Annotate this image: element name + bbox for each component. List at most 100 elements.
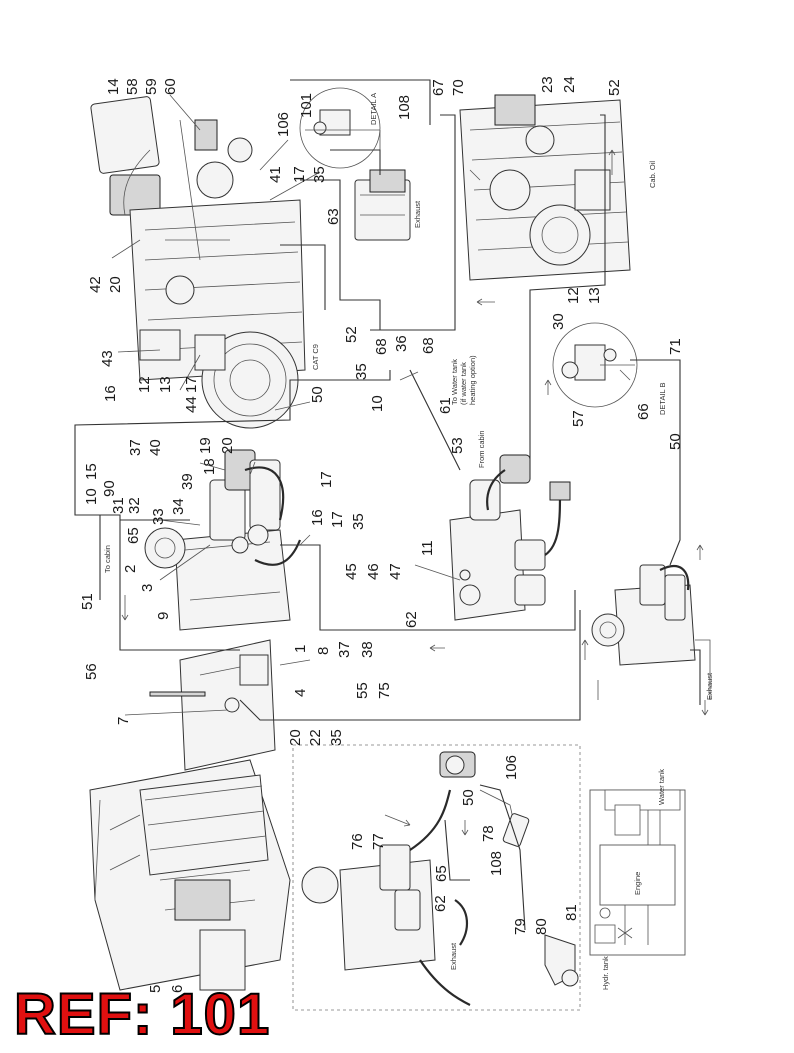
callout-24: 24 — [561, 76, 578, 93]
callout-4: 4 — [292, 689, 309, 697]
note-water-tank: Water tank — [657, 769, 666, 805]
schematic-drawing — [589, 789, 686, 956]
callout-46: 46 — [365, 563, 382, 580]
callout-1: 1 — [292, 645, 309, 653]
callout-50: 50 — [309, 386, 326, 403]
callout-5: 5 — [147, 985, 164, 993]
note-to-water-tank: To Water tank — [450, 359, 459, 405]
callout-56: 56 — [83, 663, 100, 680]
callout-35: 35 — [350, 513, 367, 530]
callout-39: 39 — [179, 473, 196, 490]
callout-68: 68 — [420, 337, 437, 354]
callout-8: 8 — [315, 647, 332, 655]
callout-14: 14 — [105, 78, 122, 95]
callout-43: 43 — [99, 350, 116, 367]
callout-62: 62 — [432, 895, 449, 912]
callout-40: 40 — [147, 439, 164, 456]
callout-44: 44 — [183, 396, 200, 413]
callout-32: 32 — [126, 497, 143, 514]
callout-16: 16 — [102, 385, 119, 402]
callout-6: 6 — [169, 985, 186, 993]
drawing-notes: DETAIL A Exhaust Cab. Oil CAT C9 To Wate… — [103, 93, 714, 990]
callout-55: 55 — [354, 682, 371, 699]
callout-67: 67 — [430, 79, 447, 96]
callout-16: 16 — [309, 509, 326, 526]
callout-17: 17 — [329, 511, 346, 528]
callout-11: 11 — [419, 540, 436, 556]
callout-15: 15 — [83, 463, 100, 480]
callout-50: 50 — [667, 433, 684, 450]
engine-top-right-drawing — [459, 94, 631, 281]
note-detail-a: DETAIL A — [369, 93, 378, 125]
callout-59: 59 — [143, 78, 160, 95]
callout-23: 23 — [539, 76, 556, 93]
heater-unit-main-drawing — [144, 449, 302, 631]
callout-19: 19 — [197, 437, 214, 454]
machine-frame-drawing — [89, 759, 291, 991]
callout-47: 47 — [387, 563, 404, 580]
callout-37: 37 — [336, 641, 353, 658]
reference-label: REF: 101 — [13, 982, 271, 1047]
callout-10: 10 — [83, 488, 100, 505]
callout-78: 78 — [480, 825, 497, 842]
callout-53: 53 — [449, 437, 466, 454]
callout-63: 63 — [325, 208, 342, 225]
callout-66: 66 — [635, 403, 652, 420]
callout-68: 68 — [373, 338, 390, 355]
callout-52: 52 — [343, 326, 360, 343]
note-if-water-tank: (if water tank — [459, 362, 468, 405]
callout-106: 106 — [275, 112, 292, 137]
note-cab-oil: Cab. Oil — [648, 161, 657, 188]
note-from-cabin: From cabin — [477, 430, 486, 468]
note-exhaust-a: Exhaust — [413, 200, 422, 228]
note-exhaust-b: Exhaust — [705, 672, 714, 700]
callout-35: 35 — [353, 363, 370, 380]
callout-76: 76 — [349, 833, 366, 850]
heater-unit-right-drawing — [591, 564, 711, 700]
note-exhaust-c: Exhaust — [449, 942, 458, 970]
callout-33: 33 — [150, 508, 167, 525]
callout-71: 71 — [667, 338, 684, 355]
callout-20: 20 — [219, 437, 236, 454]
callout-81: 81 — [563, 904, 580, 921]
callout-75: 75 — [376, 682, 393, 699]
detail-a-drawing — [299, 87, 411, 241]
valve-block-drawing — [449, 454, 571, 621]
callout-12: 12 — [565, 287, 582, 304]
callout-50: 50 — [460, 789, 477, 806]
note-to-cabin: To cabin — [103, 545, 112, 573]
callout-60: 60 — [162, 78, 179, 95]
callout-numbers: 14 58 59 60 106 101 108 41 17 35 67 70 2… — [79, 76, 684, 993]
callout-52: 52 — [606, 79, 623, 96]
callout-37: 37 — [127, 439, 144, 456]
callout-65: 65 — [125, 527, 142, 544]
callout-30: 30 — [550, 313, 567, 330]
callout-90: 90 — [101, 480, 118, 497]
pipe-routing — [74, 79, 701, 931]
callout-20: 20 — [287, 729, 304, 746]
note-engine: Engine — [633, 872, 642, 895]
callout-22: 22 — [307, 729, 324, 746]
callout-17: 17 — [318, 471, 335, 488]
callout-17: 17 — [291, 166, 308, 183]
callout-13: 13 — [586, 287, 603, 304]
callout-106: 106 — [503, 755, 520, 780]
callout-77: 77 — [370, 833, 387, 850]
callout-13: 13 — [157, 376, 174, 393]
inset-box-drawing — [292, 744, 581, 1011]
callout-65: 65 — [433, 865, 450, 882]
callout-12: 12 — [136, 376, 153, 393]
callout-108: 108 — [396, 95, 413, 120]
callout-7: 7 — [115, 717, 132, 725]
callout-20: 20 — [107, 276, 124, 293]
callout-34: 34 — [170, 498, 187, 515]
callout-42: 42 — [87, 276, 104, 293]
callout-61: 61 — [437, 397, 454, 414]
callout-38: 38 — [359, 641, 376, 658]
callout-45: 45 — [343, 563, 360, 580]
callout-79: 79 — [512, 918, 529, 935]
callout-51: 51 — [79, 593, 96, 610]
callout-57: 57 — [570, 410, 587, 427]
callout-41: 41 — [267, 166, 284, 183]
